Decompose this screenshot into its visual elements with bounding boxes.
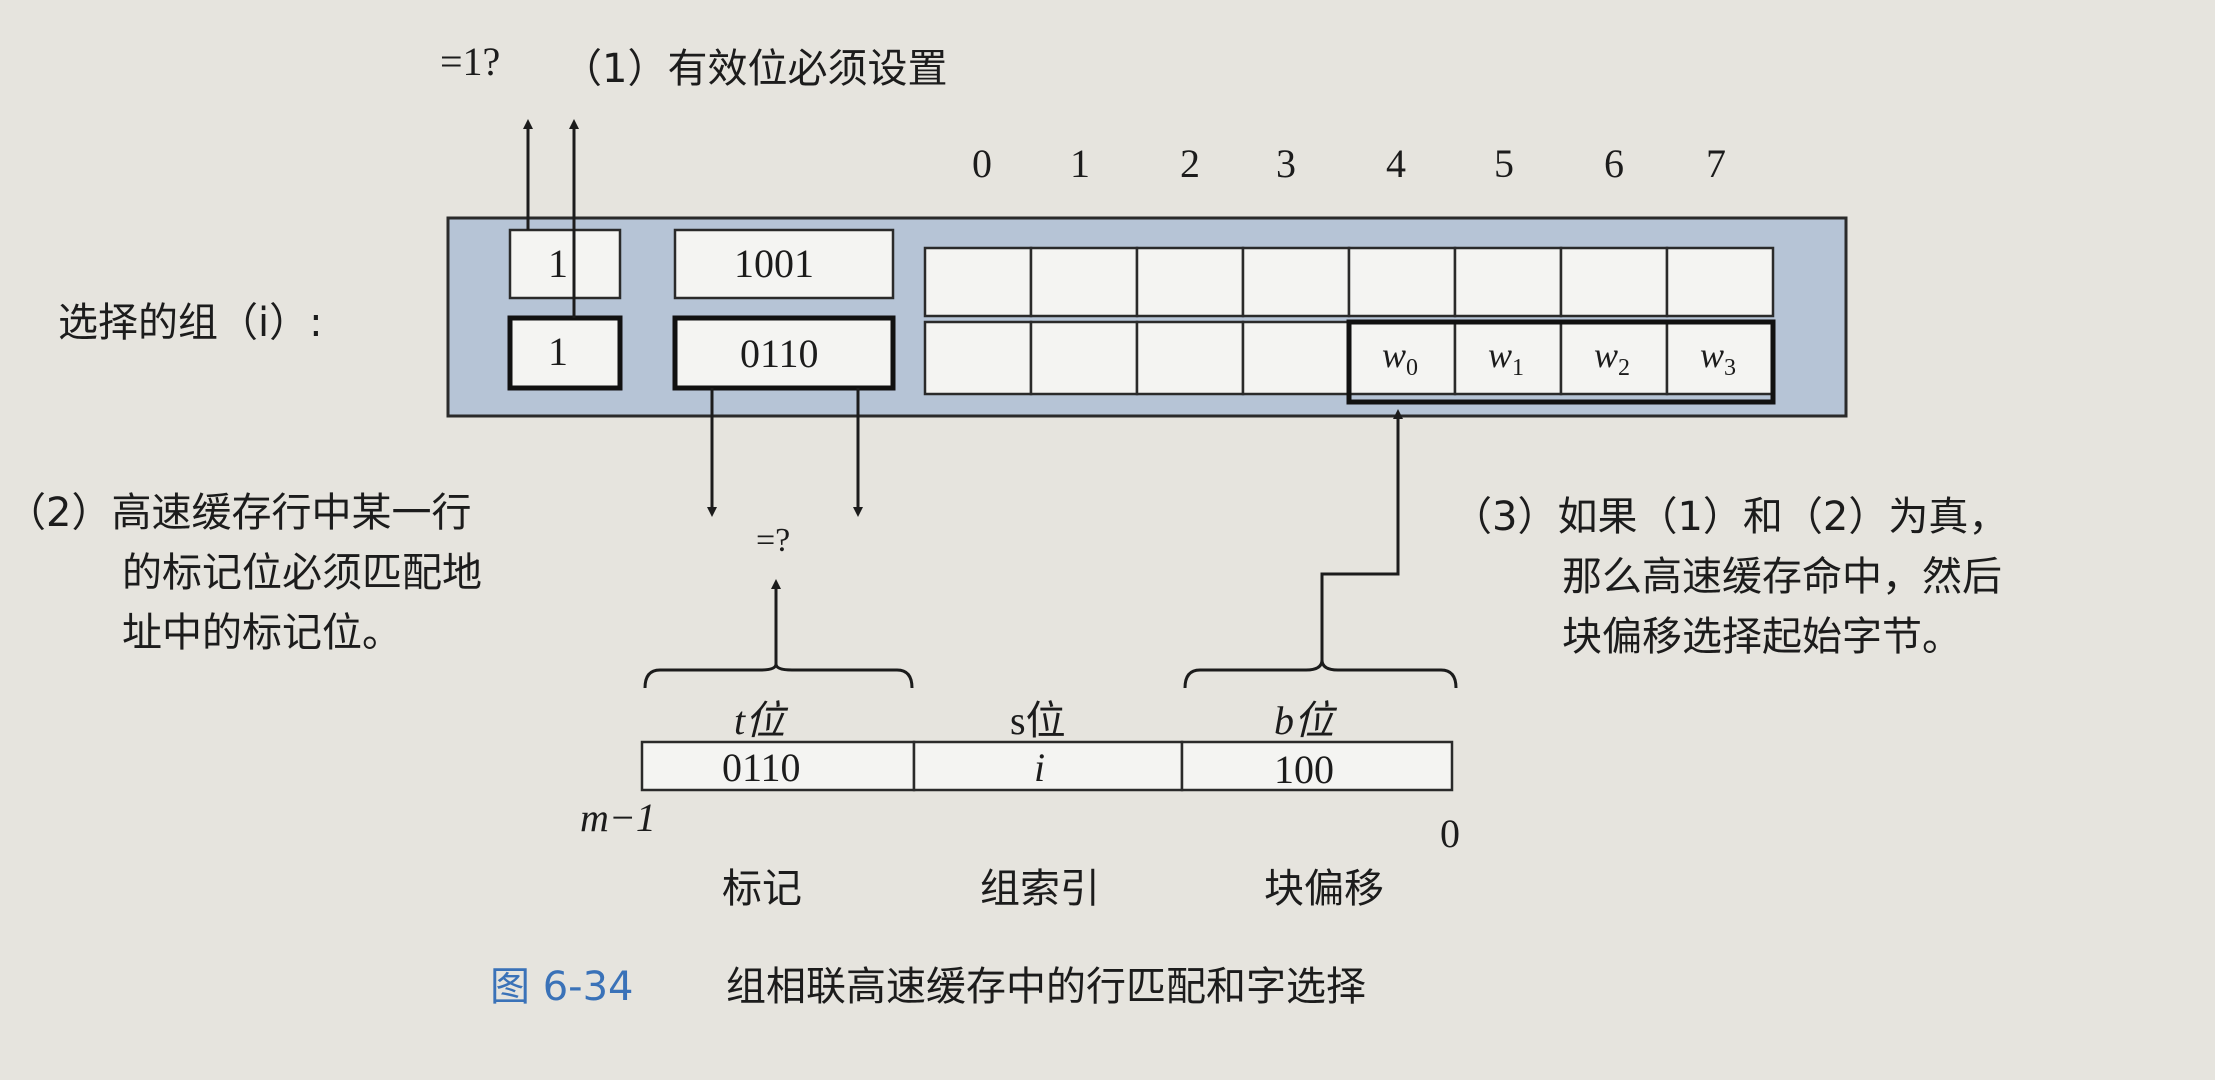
note-hit-line1: （3）如果（1）和（2）为真， xyxy=(1452,494,2009,540)
line0-block-byte xyxy=(1665,246,1775,318)
tag-compare-label: =? xyxy=(756,522,791,559)
word-w1: w1 xyxy=(1488,335,1525,382)
address-tag-value: 0110 xyxy=(722,745,801,790)
address-set-field xyxy=(912,740,1184,792)
column-index: 7 xyxy=(1706,141,1726,186)
selected-set-label: 选择的组（i）: xyxy=(58,300,323,346)
line1-tag-cell xyxy=(672,315,896,391)
address-tag-field xyxy=(640,740,916,792)
field-header-t: t位 xyxy=(734,698,786,743)
field-name-tag: 标记 xyxy=(722,866,802,912)
address-set-value: i xyxy=(1034,745,1046,790)
column-index: 6 xyxy=(1604,141,1624,186)
word-w2: w2 xyxy=(1594,335,1631,382)
selected-words-outline xyxy=(1346,319,1776,405)
line1-block-byte xyxy=(1135,320,1245,396)
b-brace xyxy=(1183,659,1458,689)
line1-block-byte xyxy=(923,320,1033,396)
line0-block-byte xyxy=(1453,246,1563,318)
line1-block-byte xyxy=(1241,320,1351,396)
line1-block-byte xyxy=(1559,320,1669,396)
field-name-block-offset: 块偏移 xyxy=(1264,866,1384,912)
line0-block-byte xyxy=(923,246,1033,318)
figure-caption: 组相联高速缓存中的行匹配和字选择 xyxy=(726,964,1366,1010)
line1-block-byte xyxy=(1029,320,1139,396)
column-index: 0 xyxy=(972,141,992,186)
note-hit-line2: 那么高速缓存命中，然后 xyxy=(1562,554,2002,600)
line0-block-byte xyxy=(1135,246,1245,318)
line0-block-byte xyxy=(1347,246,1457,318)
line1-valid-cell xyxy=(507,315,623,391)
line0-block-byte xyxy=(1241,246,1351,318)
note-tag-match-line2: 的标记位必须匹配地 xyxy=(122,550,482,596)
line0-valid-bit: 1 xyxy=(548,241,568,286)
line1-block xyxy=(923,320,1775,396)
note-valid-bit: （1）有效位必须设置 xyxy=(562,46,948,92)
field-name-set-index: 组索引 xyxy=(980,866,1100,912)
address-offset-value: 100 xyxy=(1274,747,1334,792)
column-index: 5 xyxy=(1494,141,1514,186)
line1-tag: 0110 xyxy=(740,331,819,376)
note-tag-match-line3: 址中的标记位。 xyxy=(122,610,402,656)
column-index: 1 xyxy=(1070,141,1090,186)
word-w3: w3 xyxy=(1700,335,1737,382)
column-index: 2 xyxy=(1180,141,1200,186)
line1-block-byte xyxy=(1453,320,1563,396)
offset-arrow xyxy=(1320,409,1403,660)
line0-tag: 1001 xyxy=(734,241,814,286)
line0-block-byte xyxy=(1559,246,1669,318)
word-w0: w0 xyxy=(1382,335,1419,382)
valid-check-label: =1? xyxy=(440,39,501,84)
column-index: 3 xyxy=(1276,141,1296,186)
msb-label: m−1 xyxy=(580,795,656,840)
line0-block-byte xyxy=(1029,246,1139,318)
field-header-b: b位 xyxy=(1274,698,1334,743)
field-header-s: s位 xyxy=(1010,698,1066,743)
line0-block xyxy=(923,246,1775,318)
line0-valid-cell xyxy=(508,228,622,300)
note-tag-match-line1: （2）高速缓存行中某一行 xyxy=(6,490,472,536)
line1-valid-bit: 1 xyxy=(548,329,568,374)
lsb-label: 0 xyxy=(1440,811,1460,856)
note-hit-line3: 块偏移选择起始字节。 xyxy=(1562,614,1962,660)
t-brace xyxy=(643,663,914,689)
address-offset-field xyxy=(1180,740,1454,792)
line0-tag-cell xyxy=(673,228,895,300)
figure-number: 图 6-34 xyxy=(490,964,634,1010)
column-index: 4 xyxy=(1386,141,1406,186)
